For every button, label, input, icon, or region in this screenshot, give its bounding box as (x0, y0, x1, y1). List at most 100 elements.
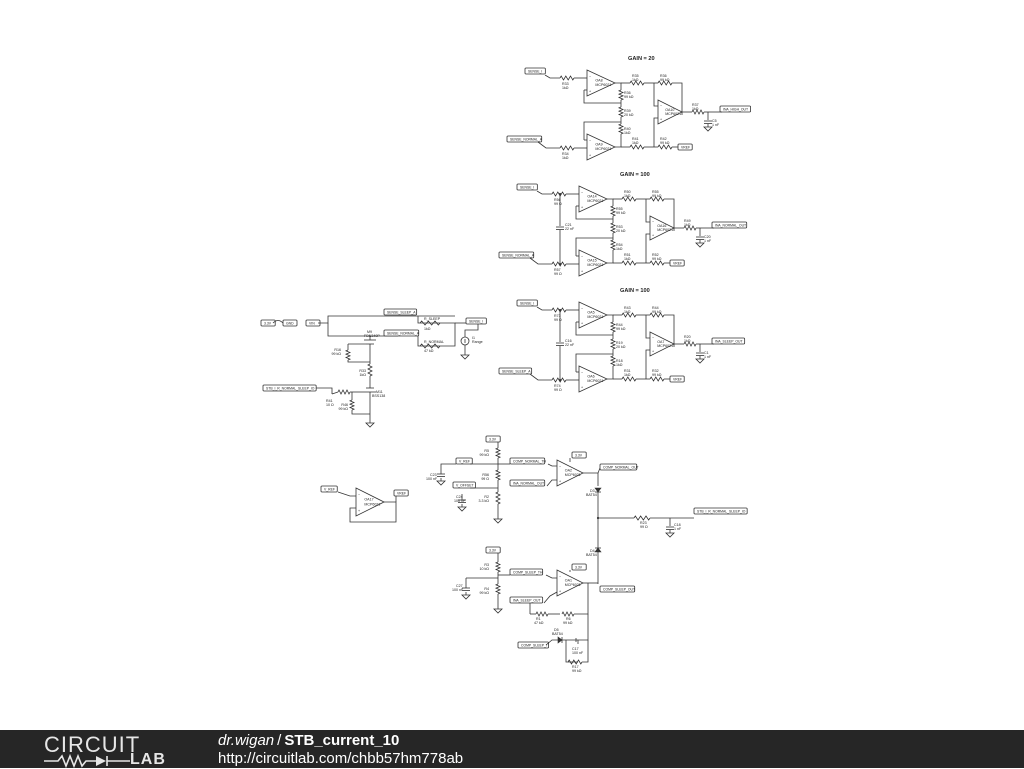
resistor-fb1[interactable] (617, 89, 625, 101)
resistor-fb-out[interactable] (649, 196, 665, 202)
circuitlab-logo[interactable]: CIRCUIT LAB (44, 732, 194, 768)
net-control[interactable]: STB_I_R_NORMAL_SLEEP_IO (262, 384, 317, 392)
net-3v3-oa2[interactable]: 3.3V (571, 451, 587, 459)
resistor-fb2[interactable] (609, 355, 617, 367)
resistor-r1[interactable] (344, 349, 352, 361)
resistor-th-mid[interactable] (494, 469, 502, 481)
net-ina-normal-out[interactable]: INA_NORMAL_OUT (509, 479, 546, 487)
project-name[interactable]: STB_current_10 (284, 732, 400, 749)
resistor-sl-bot[interactable] (494, 583, 502, 595)
net-input-negative[interactable]: SENSE_NORMAL_A (506, 135, 543, 143)
net-input-positive[interactable]: SENSE_I (524, 67, 546, 75)
resistor-fb1[interactable] (609, 321, 617, 333)
net-vref[interactable]: VREF (669, 375, 685, 383)
resistor-ref1[interactable] (621, 376, 637, 382)
cap-or[interactable] (666, 526, 674, 530)
net-v-ref-in[interactable]: V_REF (320, 485, 338, 493)
resistor-fb2[interactable] (617, 123, 625, 135)
resistor-gain[interactable] (617, 106, 625, 118)
net-sense-normal[interactable]: SENSE_NORMAL_A (383, 329, 420, 337)
net-comp-sleep-th[interactable]: COMP_SLEEP_TH (509, 568, 544, 576)
resistor-ref2[interactable] (649, 376, 665, 382)
resistor-or[interactable] (633, 515, 651, 521)
net-v-offset[interactable]: V_OFFSET (452, 481, 476, 489)
net-vref[interactable]: VREF (677, 143, 693, 151)
resistor-fb2[interactable] (609, 239, 617, 251)
net-output[interactable]: INA_SLEEP_OUT (711, 337, 746, 345)
resistor-out[interactable] (691, 109, 705, 115)
net-v-ref-comp[interactable]: V_REF (455, 457, 473, 465)
resistor-ref1[interactable] (629, 144, 645, 150)
cap-th-b[interactable] (458, 499, 466, 503)
net-gnd[interactable]: GND (282, 319, 298, 327)
resistor-r-normal[interactable] (419, 343, 441, 349)
net-3v3-oa1[interactable]: 3.3V (571, 563, 587, 571)
net-comp-sleep-out[interactable]: COMP_SLEEP_OUT (599, 585, 636, 593)
resistor-ref2[interactable] (649, 260, 665, 266)
resistor-fb-out[interactable] (657, 80, 673, 86)
resistor-r-sleep[interactable] (419, 320, 441, 326)
author-link[interactable]: dr.wigan (218, 732, 275, 749)
diode-sleep[interactable] (594, 547, 602, 553)
net-sense-sleep[interactable]: SENSE_SLEEP_A (383, 308, 418, 316)
resistor-r3[interactable] (337, 389, 351, 395)
net-comp-normal-out[interactable]: COMP_NORMAL_OUT (599, 463, 639, 471)
resistor-top[interactable] (629, 80, 645, 86)
net-vref[interactable]: VREF (669, 259, 685, 267)
resistor-top[interactable] (621, 196, 637, 202)
resistor-ref1[interactable] (621, 260, 637, 266)
resistor-ref2[interactable] (657, 144, 673, 150)
net-vref-out[interactable]: VREF (393, 489, 409, 497)
input-cap[interactable] (556, 342, 564, 346)
net-output[interactable]: INA_HIGH_OUT (719, 105, 752, 113)
net-ina-sleep-out[interactable]: INA_SLEEP_OUT (509, 596, 544, 604)
cap-sleep[interactable] (462, 587, 470, 591)
output-cap[interactable] (696, 236, 704, 240)
resistor-h1[interactable] (535, 611, 549, 617)
diode-hysteresis[interactable] (557, 636, 563, 644)
resistor-gain[interactable] (609, 338, 617, 350)
resistor-th-top[interactable] (494, 447, 502, 459)
resistor-fb-out[interactable] (649, 312, 665, 318)
resistor-r2[interactable] (367, 363, 373, 377)
input-cap[interactable] (556, 226, 564, 230)
resistor-rb[interactable] (559, 145, 575, 151)
diode-normal[interactable] (594, 487, 602, 493)
resistor-top[interactable] (621, 312, 637, 318)
net-vin[interactable]: VIN (305, 319, 321, 327)
pmos-fet[interactable] (364, 339, 376, 350)
resistor-fb1[interactable] (609, 205, 617, 217)
resistor-h3[interactable] (567, 659, 583, 665)
net-comp-sleep[interactable]: COMP_SLEEP_I (517, 641, 550, 649)
net-sense-i[interactable]: SENSE_I (465, 317, 487, 325)
resistor-gain[interactable] (609, 222, 617, 234)
net-input-negative[interactable]: SENSE_SLEEP_A (498, 367, 533, 375)
net-comp-normal-th[interactable]: COMP_NORMAL_TH (509, 457, 547, 465)
net-input-positive[interactable]: SENSE_I (516, 183, 538, 191)
resistor-ra[interactable] (559, 75, 575, 81)
resistor-out[interactable] (683, 225, 697, 231)
cap-th-a[interactable] (437, 473, 445, 477)
resistor-th-bot[interactable] (495, 491, 501, 505)
resistor-r4[interactable] (348, 399, 356, 411)
net-output[interactable]: INA_NORMAL_OUT (711, 221, 748, 229)
resistor-sl-top[interactable] (494, 561, 502, 573)
net-3v3[interactable]: 3.3V (260, 319, 276, 327)
net-3v3-sleep[interactable]: 3.3V (485, 546, 501, 554)
net-input-positive[interactable]: SENSE_I (516, 299, 538, 307)
current-source[interactable] (460, 336, 470, 346)
resistor-out[interactable] (683, 341, 697, 347)
nmos-fet[interactable] (364, 387, 376, 393)
circuit-url[interactable]: http://circuitlab.com/chbb57hm778ab (218, 750, 464, 767)
